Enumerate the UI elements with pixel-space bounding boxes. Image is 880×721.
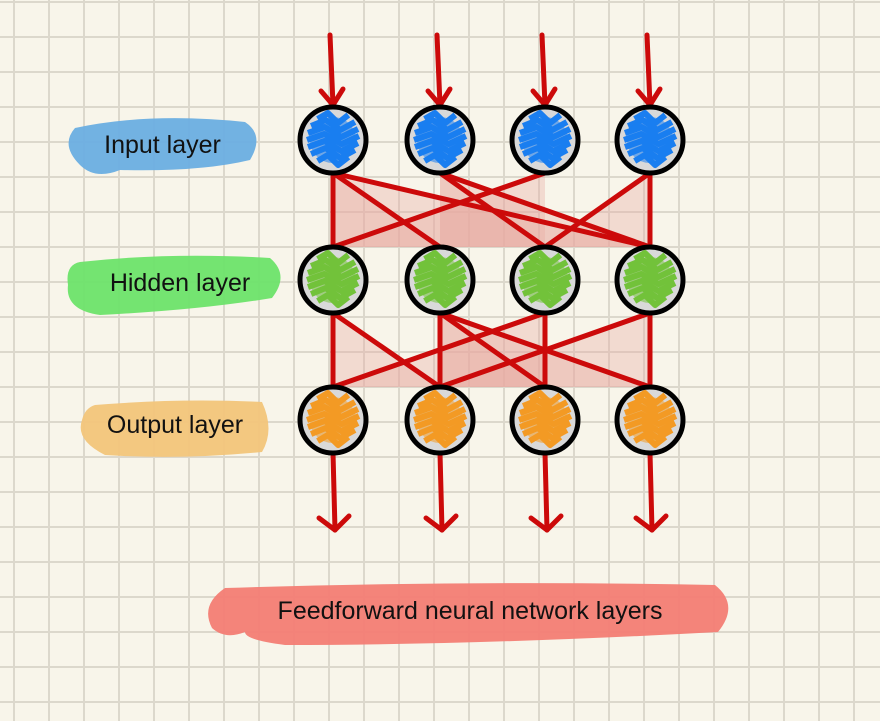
input-layer-label: Input layer [104, 130, 221, 159]
output-arrowhead [423, 513, 459, 533]
edge-0-3-to-1-2 [542, 170, 653, 250]
output-layer-label: Output layer [106, 410, 244, 439]
node-fill [417, 257, 463, 303]
node-2-0 [297, 384, 369, 456]
node-2-2 [509, 384, 581, 456]
output-arrowhead [633, 513, 669, 533]
node-2-1 [404, 384, 476, 456]
node-0-0 [297, 104, 369, 176]
nodes [297, 104, 686, 456]
node-2-3 [614, 384, 686, 456]
connections [330, 170, 653, 390]
node-fill [522, 397, 568, 443]
output-arrow [330, 450, 338, 533]
edge-1-2-to-2-0 [330, 310, 548, 390]
node-fill [627, 397, 673, 443]
node-fill [627, 117, 673, 163]
node-fill [627, 257, 673, 303]
node-fill [522, 117, 568, 163]
output-arrow [542, 450, 550, 533]
node-0-1 [404, 104, 476, 176]
output-arrow [647, 450, 655, 533]
edge-0-0-to-1-1 [330, 170, 443, 250]
edge-0-2-to-1-0 [330, 170, 548, 250]
edge-1-1-to-2-2 [437, 310, 548, 390]
node-fill [417, 397, 463, 443]
label-highlights [67, 118, 729, 645]
io-arrows [316, 32, 669, 533]
edge-1-0-to-2-1 [330, 310, 443, 390]
edge-0-1-to-1-3 [437, 170, 653, 250]
output-label-highlight [80, 400, 269, 457]
node-1-0 [297, 244, 369, 316]
input-arrow [644, 32, 653, 108]
edge-1-3-to-2-1 [437, 310, 653, 390]
node-fill [522, 257, 568, 303]
node-fill [310, 397, 356, 443]
output-arrowhead [528, 513, 564, 533]
hidden-label-highlight [67, 255, 281, 315]
hidden-layer-label: Hidden layer [109, 268, 251, 297]
node-0-3 [614, 104, 686, 176]
edge-0-1-to-1-2 [437, 170, 548, 250]
title-highlight [208, 583, 729, 645]
output-arrowhead [316, 513, 352, 533]
node-fill [417, 117, 463, 163]
output-arrow [437, 450, 445, 533]
node-1-2 [509, 244, 581, 316]
input-arrow [327, 32, 336, 108]
diagram-title: Feedforward neural network layers [277, 596, 663, 625]
input-arrow [539, 32, 548, 108]
node-1-1 [404, 244, 476, 316]
input-label-highlight [68, 118, 257, 174]
node-fill [310, 257, 356, 303]
node-1-3 [614, 244, 686, 316]
node-0-2 [509, 104, 581, 176]
input-arrow [434, 32, 443, 108]
node-fill [310, 117, 356, 163]
